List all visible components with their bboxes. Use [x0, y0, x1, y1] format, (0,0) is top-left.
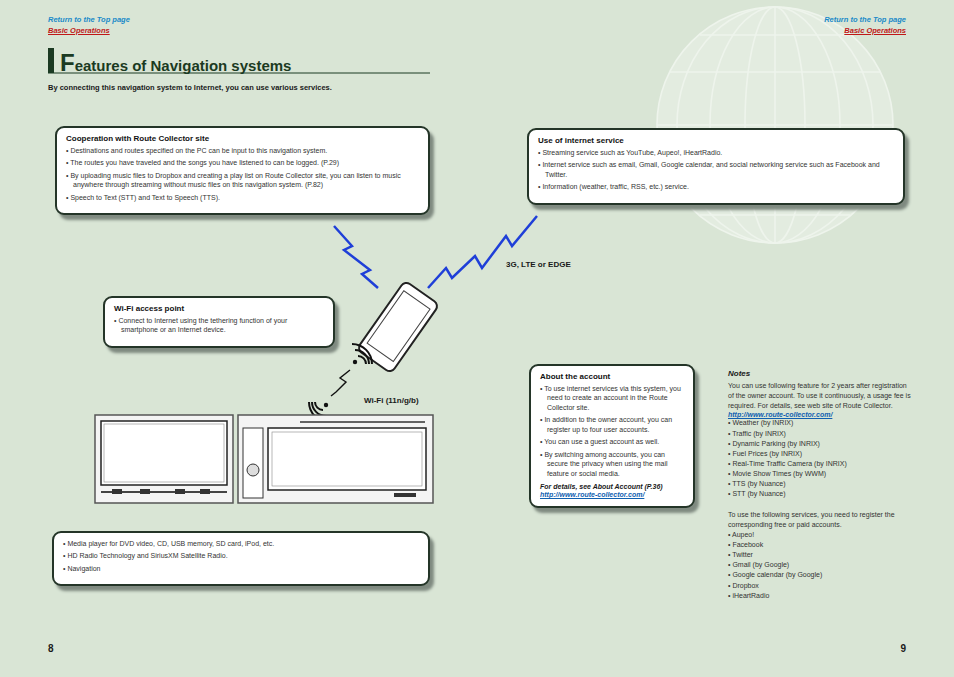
- note-text: • Traffic (by INRIX): [728, 429, 914, 439]
- nav-link: Basic Operations: [844, 26, 906, 35]
- note-text: • STT (by Nuance): [728, 489, 914, 499]
- note-text: • Dynamic Parking (by INRIX): [728, 439, 914, 449]
- wireless-bolt: [334, 226, 378, 288]
- globe: [657, 7, 893, 243]
- note-text: • Dropbox: [728, 581, 914, 591]
- web-link: http://www.route-collector.com/: [728, 411, 914, 418]
- note-text: To use the following services, you need …: [728, 510, 914, 530]
- head-unit: [238, 415, 433, 503]
- note-text: • Twitter: [728, 550, 914, 560]
- note-text: • Facebook: [728, 540, 914, 550]
- box-heading: Cooperation with Route Collector site: [66, 134, 419, 143]
- box-text: • Destinations and routes specified on t…: [66, 146, 419, 155]
- box-text: • Internet service such as email, Gmail,…: [538, 160, 894, 179]
- title-bar: [48, 48, 54, 73]
- box-text: • By switching among accounts, you can s…: [540, 450, 684, 478]
- intro-text: By connecting this navigation system to …: [48, 83, 332, 92]
- info-box: Wi-Fi access point • Connect to Internet …: [103, 296, 335, 348]
- box-text: • You can use a guest account as well.: [540, 437, 684, 446]
- note-text: • Real-Time Traffic Camera (by INRIX): [728, 459, 914, 469]
- note-text: • Movie Show Times (by WWM): [728, 469, 914, 479]
- page-title: Features of Navigation systems: [60, 49, 291, 77]
- note-text: You can use following feature for 2 year…: [728, 381, 914, 411]
- head-unit: [95, 415, 233, 503]
- page-number: 9: [900, 643, 906, 654]
- box-text: • In addition to the owner account, you …: [540, 415, 684, 434]
- note-text: • Aupeo!: [728, 530, 914, 540]
- box-text: • Navigation: [63, 564, 419, 573]
- info-box: Use of internet service • Streaming servi…: [527, 128, 905, 205]
- box-text: • Speech to Text (STT) and Text to Speec…: [66, 193, 419, 202]
- notes-column: NotesYou can use following feature for 2…: [728, 369, 914, 601]
- wifi-symbol: [309, 344, 372, 422]
- note-text: • Fuel Prices (by INRIX): [728, 449, 914, 459]
- note-text: • Google calendar (by Google): [728, 570, 914, 580]
- note-text: • Weather (by INRIX): [728, 418, 914, 428]
- box-text: • By uploading music files to Dropbox an…: [66, 171, 419, 190]
- box-text: • To use internet services via this syst…: [540, 384, 684, 412]
- box-text: • Connect to Internet using the tetherin…: [114, 316, 324, 335]
- connection-label: Wi-Fi (11n/g/b): [364, 396, 419, 405]
- box-text: • Streaming service such as YouTube, Aup…: [538, 148, 894, 157]
- nav-link: Return to the Top page: [48, 15, 130, 24]
- box-heading: Use of internet service: [538, 136, 894, 145]
- note-text: • Gmail (by Google): [728, 560, 914, 570]
- wireless-bolt: [428, 216, 537, 288]
- info-box: About the account • To use internet servi…: [529, 364, 695, 508]
- nav-link: Return to the Top page: [824, 15, 906, 24]
- box-text: • Information (weather, traffic, RSS, et…: [538, 182, 894, 191]
- box-text: • Media player for DVD video, CD, USB me…: [63, 539, 419, 548]
- info-box: Cooperation with Route Collector site • D…: [55, 126, 430, 215]
- box-text: For details, see About Account (P.36): [540, 482, 684, 491]
- box-heading: Wi-Fi access point: [114, 304, 324, 313]
- box-heading: About the account: [540, 372, 684, 381]
- web-link: http://www.route-collector.com/: [540, 491, 684, 498]
- notes-heading: Notes: [728, 369, 914, 378]
- note-text: • iHeartRadio: [728, 591, 914, 601]
- box-text: • HD Radio Technology and SiriusXM Satel…: [63, 551, 419, 560]
- info-box: • Media player for DVD video, CD, USB me…: [52, 531, 430, 586]
- nav-link: Basic Operations: [48, 26, 110, 35]
- connection-label: 3G, LTE or EDGE: [506, 260, 571, 269]
- box-text: • The routes you have traveled and the s…: [66, 158, 419, 167]
- page-number: 8: [48, 643, 54, 654]
- note-text: • TTS (by Nuance): [728, 479, 914, 489]
